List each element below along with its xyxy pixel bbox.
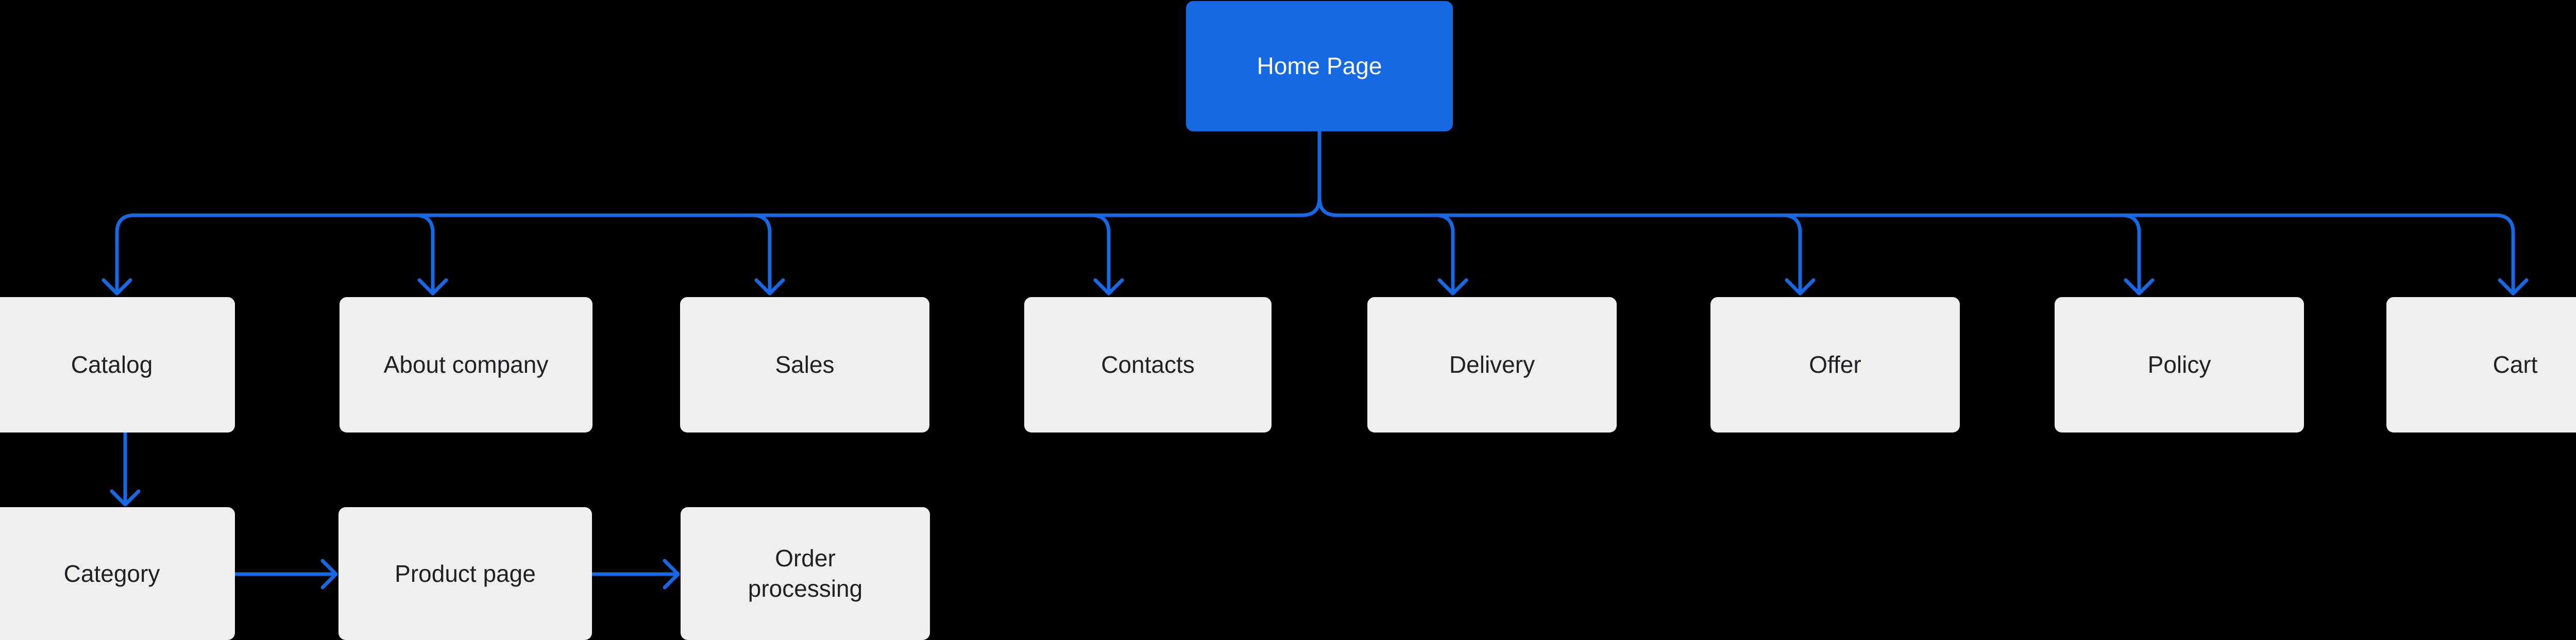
node-about-company-label: About company xyxy=(383,351,549,378)
branch-about-company-drop xyxy=(413,213,435,296)
catalog-to-category-arrowhead xyxy=(110,489,141,507)
stem-fillet-right xyxy=(1317,196,1339,217)
node-offer-label: Offer xyxy=(1809,351,1861,378)
node-contacts-label: Contacts xyxy=(1101,351,1195,378)
node-order-processing-label: Order processing xyxy=(748,545,863,602)
branch-delivery-arrowhead xyxy=(1437,278,1468,296)
branch-cart-drop xyxy=(2494,213,2515,296)
branch-contacts-drop xyxy=(1089,213,1111,296)
node-catalog[interactable]: Catalog xyxy=(0,297,235,433)
node-home-page-label: Home Page xyxy=(1257,53,1382,80)
branch-policy-drop xyxy=(2120,213,2141,296)
node-category-label: Category xyxy=(63,560,160,587)
node-about-company[interactable]: About company xyxy=(340,297,592,433)
node-delivery[interactable]: Delivery xyxy=(1367,297,1617,433)
node-order-processing[interactable]: Order processing xyxy=(681,507,930,640)
row-arrow-head-0 xyxy=(320,559,338,590)
branch-contacts-arrowhead xyxy=(1093,278,1124,296)
branch-delivery-drop xyxy=(1433,213,1455,296)
stem-fillet-left xyxy=(1300,196,1321,217)
branch-sales-arrowhead xyxy=(754,278,785,296)
branch-sales-drop xyxy=(750,213,772,296)
branch-catalog-drop xyxy=(115,213,137,296)
node-cart[interactable]: Cart xyxy=(2386,297,2576,433)
node-policy-label: Policy xyxy=(2147,351,2211,378)
branch-about-company-arrowhead xyxy=(417,278,448,296)
node-offer[interactable]: Offer xyxy=(1710,297,1960,433)
branch-offer-drop xyxy=(1781,213,1802,296)
node-cart-label: Cart xyxy=(2493,351,2538,378)
node-sales-label: Sales xyxy=(775,351,835,378)
node-category[interactable]: Category xyxy=(0,507,235,640)
node-contacts[interactable]: Contacts xyxy=(1024,297,1272,433)
node-sales[interactable]: Sales xyxy=(680,297,929,433)
node-product-page-label: Product page xyxy=(395,560,536,587)
node-catalog-label: Catalog xyxy=(71,351,153,378)
row-arrow-head-1 xyxy=(663,559,680,590)
branch-offer-arrowhead xyxy=(1785,278,1816,296)
node-delivery-label: Delivery xyxy=(1449,351,1535,378)
branch-cart-arrowhead xyxy=(2498,278,2529,296)
branch-policy-arrowhead xyxy=(2124,278,2155,296)
node-policy[interactable]: Policy xyxy=(2055,297,2304,433)
node-product-page[interactable]: Product page xyxy=(338,507,592,640)
branch-catalog-arrowhead xyxy=(101,278,132,296)
node-home-page[interactable]: Home Page xyxy=(1186,1,1453,131)
